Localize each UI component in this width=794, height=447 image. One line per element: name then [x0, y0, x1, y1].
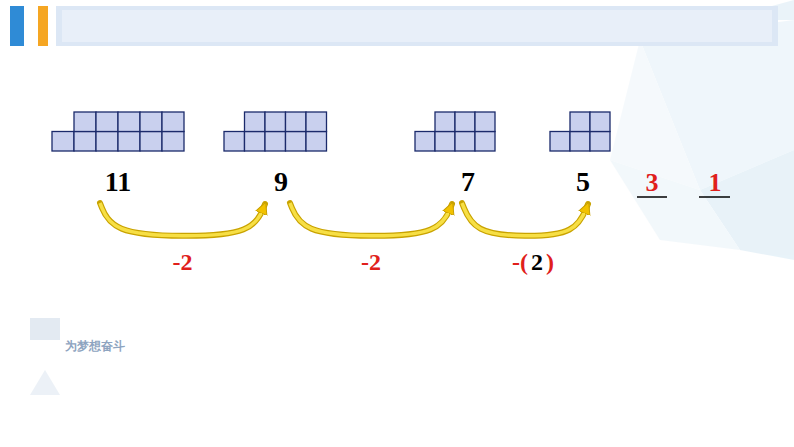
watermark: 为梦想奋斗 [65, 338, 125, 355]
edge-label: -2 [361, 249, 381, 276]
arrow-body [462, 203, 588, 236]
answer-number: 3 [646, 168, 659, 198]
block-figure: 7 [413, 110, 497, 202]
answer-number: 1 [709, 168, 722, 198]
arrow-outline [100, 203, 265, 236]
block-figure: 11 [50, 110, 186, 202]
block-figure: 5 [548, 110, 612, 202]
header-bar [10, 6, 778, 46]
block-figure: 9 [222, 110, 329, 202]
arrow-body [290, 203, 452, 236]
curved-arrow [462, 203, 588, 236]
watermark-logo [30, 318, 60, 395]
curved-arrow [100, 203, 265, 236]
edge-label: -2 [173, 249, 193, 276]
number-label: 7 [461, 166, 475, 198]
square-grid [413, 110, 497, 202]
arrow-outline [462, 203, 588, 236]
arrow-body [100, 203, 265, 236]
arrow-outline [290, 203, 452, 236]
number-label: 9 [274, 166, 288, 198]
number-label: 5 [576, 166, 590, 198]
filled-number: 2 [531, 249, 543, 276]
number-label: 11 [105, 166, 131, 198]
curved-arrow [290, 203, 452, 236]
